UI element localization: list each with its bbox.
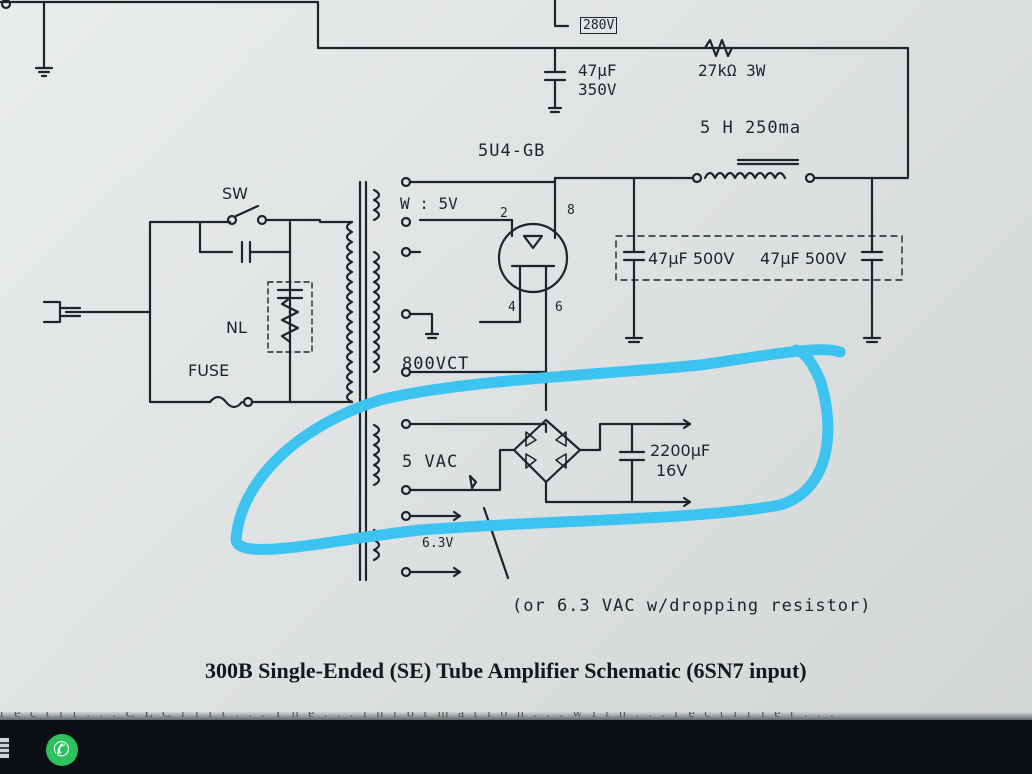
label-pin-6: 6 bbox=[555, 300, 563, 315]
nl-resistor bbox=[280, 296, 300, 344]
whatsapp-icon[interactable] bbox=[46, 734, 78, 766]
label-c4-voltage: 16V bbox=[656, 461, 688, 480]
top-rail bbox=[0, 0, 910, 178]
label-pin-2: 2 bbox=[500, 206, 508, 221]
label-5vac: 5 VAC bbox=[402, 452, 459, 472]
figure-caption: 300B Single-Ended (SE) Tube Amplifier Sc… bbox=[205, 658, 807, 683]
tube-5u4 bbox=[497, 222, 569, 294]
resistor-27k bbox=[703, 38, 734, 58]
label-fuse: FUSE bbox=[188, 361, 230, 380]
taskbar-app-icon[interactable] bbox=[0, 738, 10, 758]
dropping-resistor-note: (or 6.3 VAC w/dropping resistor) bbox=[512, 596, 872, 616]
label-c2: 47µF 500V bbox=[648, 249, 735, 268]
label-c1-value: 47µF bbox=[578, 61, 617, 80]
label-800vct: 800VCT bbox=[402, 354, 470, 374]
fuse bbox=[208, 395, 244, 409]
choke-coil bbox=[703, 171, 787, 180]
label-c1-voltage: 350V bbox=[578, 80, 617, 99]
label-tube: 5U4-GB bbox=[478, 141, 546, 161]
label-nl: NL bbox=[226, 318, 247, 337]
label-c4-value: 2200µF bbox=[650, 441, 711, 460]
label-switch: SW bbox=[222, 184, 248, 203]
taskbar bbox=[0, 720, 1032, 774]
label-c3: 47µF 500V bbox=[760, 249, 847, 268]
label-resistor: 27kΩ 3W bbox=[698, 61, 766, 80]
label-choke: 5 H 250ma bbox=[700, 118, 802, 138]
label-winding-5v: W : 5V bbox=[400, 194, 458, 213]
label-6-3v: 6.3V bbox=[422, 536, 454, 551]
label-pin-8: 8 bbox=[567, 203, 575, 218]
primary-coil bbox=[345, 220, 354, 404]
label-pin-4: 4 bbox=[508, 300, 516, 315]
label-280v: 280V bbox=[580, 17, 618, 34]
schematic-drawing bbox=[0, 0, 910, 582]
highlight-loop bbox=[230, 344, 846, 555]
